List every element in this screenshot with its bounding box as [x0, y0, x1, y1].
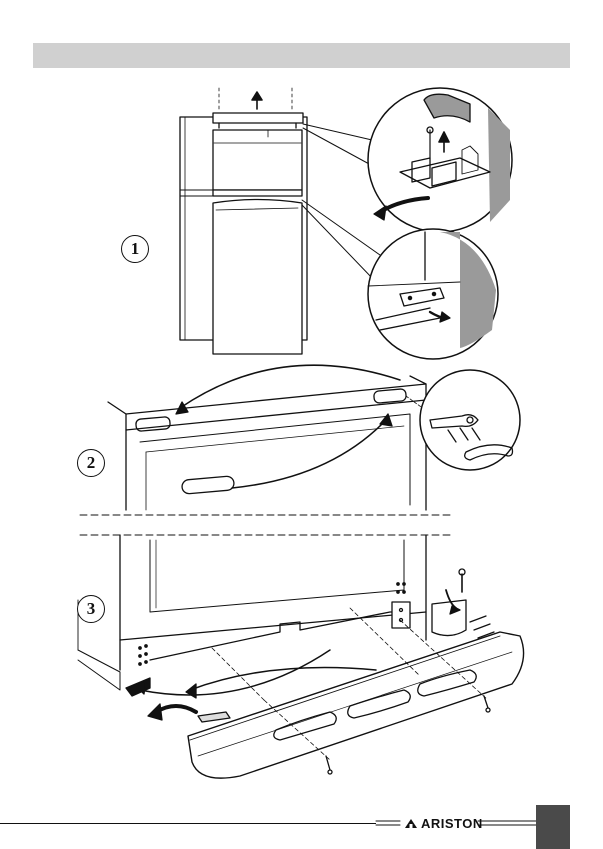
step2-door-handle [79, 364, 451, 536]
section-header-band [33, 43, 570, 68]
step1-fridge-front [179, 87, 381, 355]
step-number-3: 3 [77, 595, 105, 623]
brand-name: ARISTON [421, 815, 483, 831]
footer-rule [0, 823, 376, 824]
step-number-1: 1 [121, 235, 149, 263]
step-number-2: 2 [77, 449, 105, 477]
brand-logo: ARISTON [404, 813, 483, 833]
page-tab [536, 805, 570, 849]
step3-base-plinth [77, 534, 525, 779]
step2-callout-handle-parts [419, 369, 521, 471]
step1-callout-middle-hinge [367, 228, 499, 360]
ariston-house-icon [405, 819, 417, 828]
step1-callout-top-hinge [367, 87, 513, 233]
